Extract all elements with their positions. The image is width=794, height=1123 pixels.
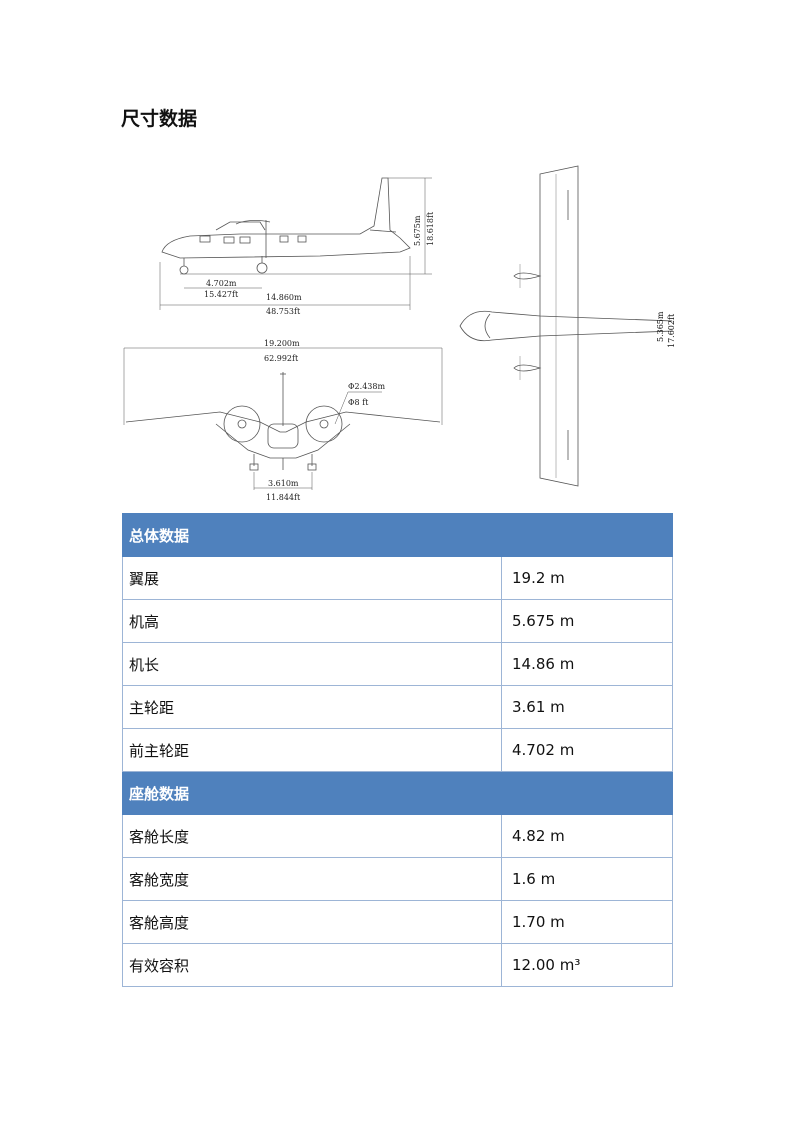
front-track-ft: 11.844ft (266, 493, 301, 502)
top-tail-span-ft: 17.602ft (667, 313, 676, 348)
side-height-ft: 18.618ft (426, 211, 435, 246)
section-header-label: 总体数据 (121, 513, 674, 557)
row-label: 客舱长度 (122, 814, 502, 858)
row-value: 4.82 m (500, 814, 674, 858)
section-header-cabin: 座舱数据 (121, 771, 674, 815)
side-length-m: 14.860m (266, 293, 302, 302)
row-label: 有效容积 (122, 943, 502, 987)
table-row: 前主轮距 4.702 m (122, 728, 674, 772)
table-row: 客舱高度 1.70 m (122, 900, 674, 944)
row-value: 4.702 m (500, 728, 674, 772)
front-prop-dia-m: Φ2.438m (348, 382, 385, 391)
row-value: 3.61 m (500, 685, 674, 729)
side-nose-main-ft: 15.427ft (204, 290, 239, 299)
side-view: 4.702m 15.427ft 14.860m 48.753ft 5.675m … (159, 177, 435, 316)
section-header-label: 座舱数据 (121, 771, 674, 815)
front-view: 19.200m 62.992ft Φ2.438m Φ8 ft 3.610m (123, 339, 443, 502)
section-header-general: 总体数据 (121, 513, 674, 557)
side-height-m: 5.675m (413, 215, 422, 246)
front-prop-dia-ft: Φ8 ft (348, 398, 369, 407)
row-label: 主轮距 (122, 685, 502, 729)
row-value: 5.675 m (500, 599, 674, 643)
side-length-ft: 48.753ft (266, 307, 301, 316)
top-view-labels: 5.365m 17.602ft (656, 312, 686, 372)
spec-table: 总体数据 翼展 19.2 m 机高 5.675 m 机长 14.86 m 主轮距… (121, 513, 674, 987)
row-label: 客舱高度 (122, 900, 502, 944)
table-row: 机长 14.86 m (122, 642, 674, 686)
row-label: 前主轮距 (122, 728, 502, 772)
three-view-svg: 4.702m 15.427ft 14.860m 48.753ft 5.675m … (123, 165, 672, 502)
row-value: 19.2 m (500, 556, 674, 600)
row-value: 14.86 m (500, 642, 674, 686)
row-label: 机高 (122, 599, 502, 643)
front-span-ft: 62.992ft (264, 354, 299, 363)
side-nose-main-m: 4.702m (206, 279, 237, 288)
page-title: 尺寸数据 (121, 108, 198, 130)
aircraft-dimension-drawing: 4.702m 15.427ft 14.860m 48.753ft 5.675m … (120, 160, 676, 510)
table-row: 客舱长度 4.82 m (122, 814, 674, 858)
table-row: 主轮距 3.61 m (122, 685, 674, 729)
front-span-m: 19.200m (264, 339, 300, 348)
top-tail-span-m: 5.365m (656, 311, 665, 343)
row-value: 1.6 m (500, 857, 674, 901)
front-track-m: 3.610m (268, 479, 299, 488)
table-row: 机高 5.675 m (122, 599, 674, 643)
row-label: 翼展 (122, 556, 502, 600)
row-value: 1.70 m (500, 900, 674, 944)
row-label: 客舱宽度 (122, 857, 502, 901)
row-label: 机长 (122, 642, 502, 686)
row-value: 12.00 m³ (500, 943, 674, 987)
table-row: 翼展 19.2 m (122, 556, 674, 600)
table-row: 有效容积 12.00 m³ (122, 943, 674, 987)
top-view (459, 165, 672, 487)
table-row: 客舱宽度 1.6 m (122, 857, 674, 901)
